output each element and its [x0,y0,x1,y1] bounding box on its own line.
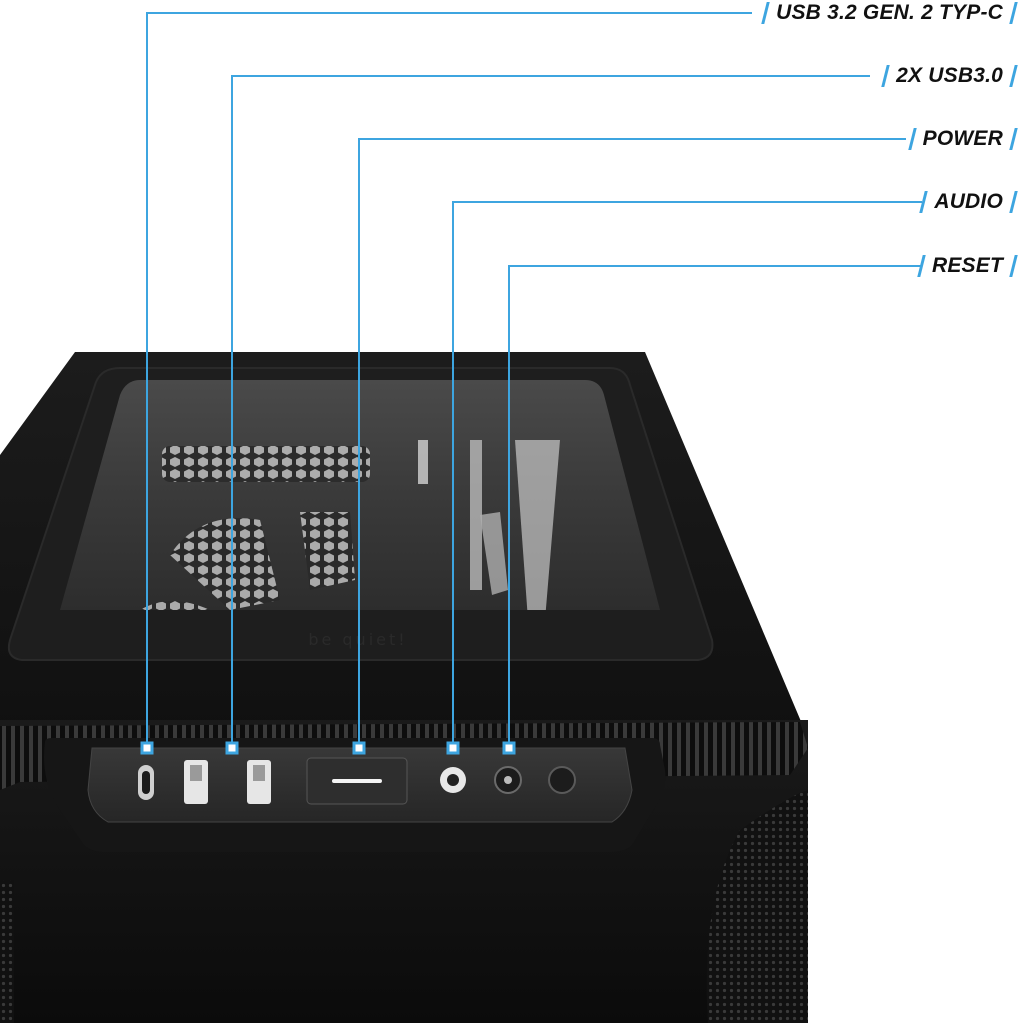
divider-bar [919,191,929,213]
callout-label-reset: RESET [911,250,1024,282]
marker-reset [502,741,516,755]
usb3-port-1[interactable] [184,760,208,804]
callout-text: USB 3.2 GEN. 2 TYP-C [776,1,1003,24]
callout-label-audio: AUDIO [913,186,1024,218]
callout-lines [146,12,922,748]
callout-label-usb3: 2X USB3.0 [875,60,1024,92]
callout-text: RESET [931,254,1003,277]
callout-line-audio [452,201,922,748]
glass-panel: be quiet! [7,367,714,661]
hex-grille-icon [162,446,370,482]
audio-jack[interactable] [440,767,466,793]
fan-icon [170,518,280,610]
callout-line-power [358,138,906,748]
power-button[interactable] [306,757,408,805]
reset-button[interactable] [494,766,522,794]
divider-bar [917,255,926,277]
divider-bar [761,2,770,24]
callout-line-usb3 [231,75,870,748]
divider-bar [881,65,890,87]
divider-bar [907,128,917,150]
callout-markers [140,741,516,755]
divider-bar [1009,2,1018,24]
side-mesh-left [0,880,14,1023]
callout-line-usb-c [146,12,752,748]
side-mesh [706,790,808,1023]
marker-usb-c [140,741,154,755]
usb3-port-2[interactable] [247,760,271,804]
divider-bar [1009,191,1018,213]
callout-label-power: POWER [902,123,1024,155]
divider-bar [1009,128,1018,150]
divider-bar [1009,65,1018,87]
usb-c-port[interactable] [138,765,154,800]
marker-power [352,741,366,755]
callout-text: 2X USB3.0 [896,64,1003,87]
brand-engraving: be quiet! [308,630,407,649]
callout-line-reset [508,265,922,748]
callout-text: POWER [922,127,1003,150]
callout-label-usb-c: USB 3.2 GEN. 2 TYP-C [755,0,1024,29]
marker-audio [446,741,460,755]
callout-text: AUDIO [934,190,1003,213]
divider-bar [1009,255,1018,277]
marker-usb3 [225,741,239,755]
led-indicator [548,766,576,794]
